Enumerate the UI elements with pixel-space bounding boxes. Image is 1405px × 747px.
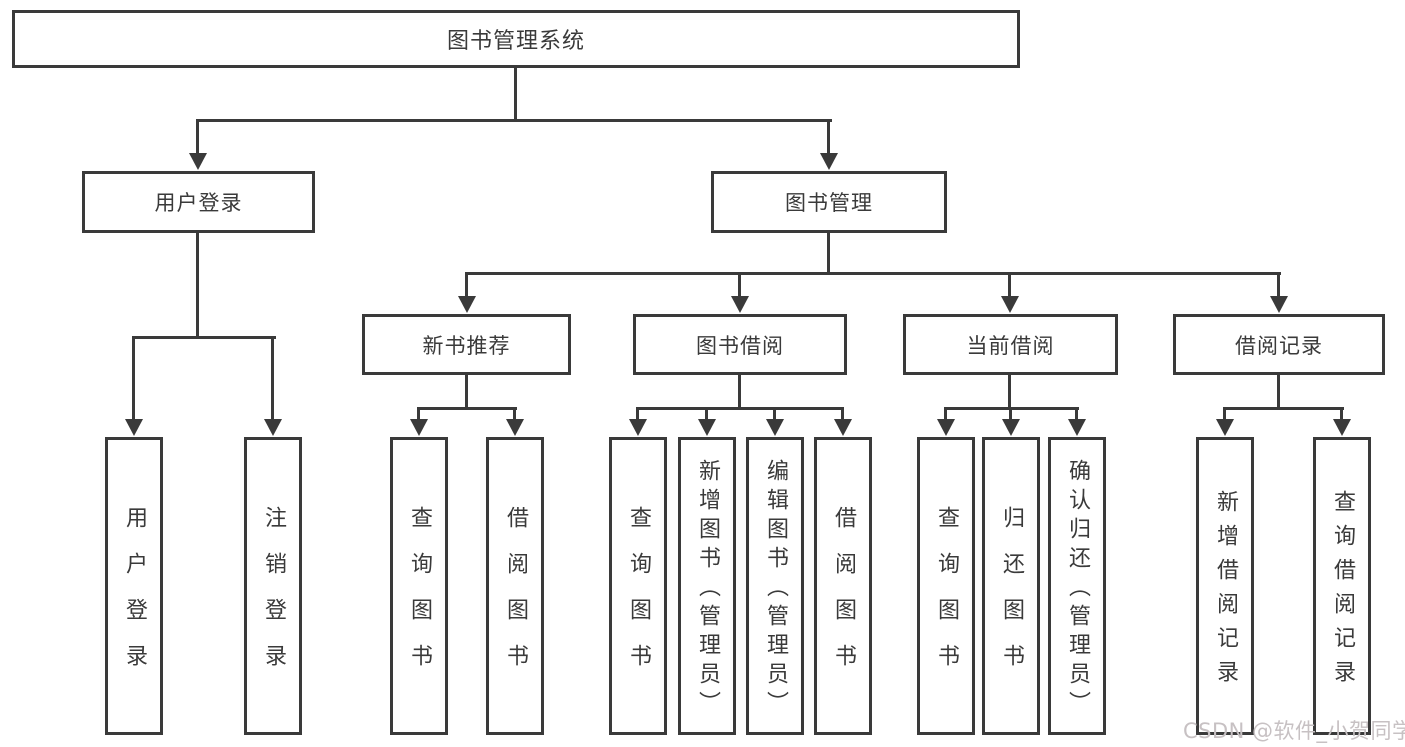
arrow-to-leaf-user-login bbox=[124, 337, 143, 436]
node-label: 借阅图书 bbox=[503, 506, 528, 690]
arrow-to-leaf-confirm-return-admin bbox=[1067, 408, 1086, 436]
arrow-to-new-book-recommendation bbox=[457, 273, 476, 313]
arrow-to-book-management bbox=[819, 120, 838, 170]
connector-records-hline bbox=[1223, 407, 1344, 410]
arrow-to-user-login bbox=[188, 120, 207, 170]
leaf-borrow-books-recommend: 借阅图书 bbox=[486, 437, 544, 735]
node-book-management: 图书管理 bbox=[711, 171, 947, 233]
node-label: 用户登录 bbox=[122, 506, 147, 690]
connector-userlogin-hline bbox=[132, 336, 276, 339]
leaf-add-book-admin: 新增图书（管理员） bbox=[678, 437, 736, 735]
arrow-to-leaf-borrow-books-recommend bbox=[505, 408, 524, 436]
leaf-user-login: 用户登录 bbox=[105, 437, 163, 735]
node-label: 查询图书 bbox=[626, 506, 651, 690]
arrow-to-leaf-query-books-current bbox=[936, 408, 955, 436]
leaf-borrow-books-borrowing: 借阅图书 bbox=[814, 437, 872, 735]
node-label: 注销登录 bbox=[261, 506, 286, 690]
arrow-to-leaf-logout bbox=[263, 337, 282, 436]
connector-root-hline bbox=[196, 119, 832, 122]
arrow-to-current-borrowing bbox=[1000, 273, 1019, 313]
connector-userlogin-stub bbox=[196, 232, 199, 339]
leaf-query-books-current: 查询图书 bbox=[917, 437, 975, 735]
node-user-login: 用户登录 bbox=[82, 171, 315, 233]
leaf-query-books-borrowing: 查询图书 bbox=[609, 437, 667, 735]
arrow-to-leaf-add-borrow-record bbox=[1215, 408, 1234, 436]
arrow-to-leaf-borrow-books-borrowing bbox=[833, 408, 852, 436]
node-label: 图书管理系统 bbox=[446, 29, 585, 54]
arrow-to-borrowing-records bbox=[1269, 273, 1288, 313]
leaf-edit-book-admin: 编辑图书（管理员） bbox=[746, 437, 804, 735]
connector-root-stub bbox=[514, 66, 517, 121]
connector-borrowing-hline bbox=[636, 407, 844, 410]
node-book-borrowing: 图书借阅 bbox=[633, 314, 847, 375]
node-label: 查询图书 bbox=[407, 506, 432, 690]
connector-bookmgmt-hline bbox=[465, 272, 1281, 275]
arrow-to-leaf-query-borrow-record bbox=[1332, 408, 1351, 436]
csdn-watermark: CSDN @软件_小贺同学 bbox=[1183, 719, 1405, 743]
node-label: 当前借阅 bbox=[966, 333, 1055, 358]
arrow-to-book-borrowing bbox=[730, 273, 749, 313]
node-label: 归还图书 bbox=[999, 506, 1024, 690]
leaf-logout: 注销登录 bbox=[244, 437, 302, 735]
connector-recommend-hline bbox=[417, 407, 517, 410]
node-label: 查询借阅记录 bbox=[1330, 490, 1355, 694]
node-label: 新书推荐 bbox=[422, 333, 511, 358]
node-label: 确认归还（管理员） bbox=[1065, 459, 1090, 720]
arrow-to-leaf-query-books-borrowing bbox=[628, 408, 647, 436]
node-current-borrowing: 当前借阅 bbox=[903, 314, 1118, 375]
node-label: 用户登录 bbox=[154, 191, 243, 215]
node-label: 编辑图书（管理员） bbox=[763, 459, 788, 720]
leaf-add-borrow-record: 新增借阅记录 bbox=[1196, 437, 1254, 735]
node-label: 查询图书 bbox=[934, 506, 959, 690]
node-label: 图书管理 bbox=[785, 191, 873, 215]
connector-recommend-stub bbox=[465, 374, 468, 409]
connector-bookmgmt-stub bbox=[827, 232, 830, 274]
leaf-return-books: 归还图书 bbox=[982, 437, 1040, 735]
connector-borrowing-stub bbox=[738, 374, 741, 409]
arrow-to-leaf-return-books bbox=[1001, 408, 1020, 436]
leaf-query-books-recommend: 查询图书 bbox=[390, 437, 448, 735]
arrow-to-leaf-add-book-admin bbox=[697, 408, 716, 436]
arrow-to-leaf-query-books-recommend bbox=[409, 408, 428, 436]
node-label: 新增图书（管理员） bbox=[695, 459, 720, 720]
node-label: 新增借阅记录 bbox=[1213, 490, 1238, 694]
node-label: 借阅图书 bbox=[831, 506, 856, 690]
connector-current-stub bbox=[1008, 374, 1011, 409]
node-borrowing-records: 借阅记录 bbox=[1173, 314, 1385, 375]
connector-records-stub bbox=[1277, 374, 1280, 409]
arrow-to-leaf-edit-book-admin bbox=[765, 408, 784, 436]
node-root-library-system: 图书管理系统 bbox=[12, 10, 1020, 68]
leaf-query-borrow-record: 查询借阅记录 bbox=[1313, 437, 1371, 735]
node-new-book-recommendation: 新书推荐 bbox=[362, 314, 571, 375]
node-label: 图书借阅 bbox=[696, 333, 784, 358]
leaf-confirm-return-admin: 确认归还（管理员） bbox=[1048, 437, 1106, 735]
node-label: 借阅记录 bbox=[1235, 333, 1323, 358]
